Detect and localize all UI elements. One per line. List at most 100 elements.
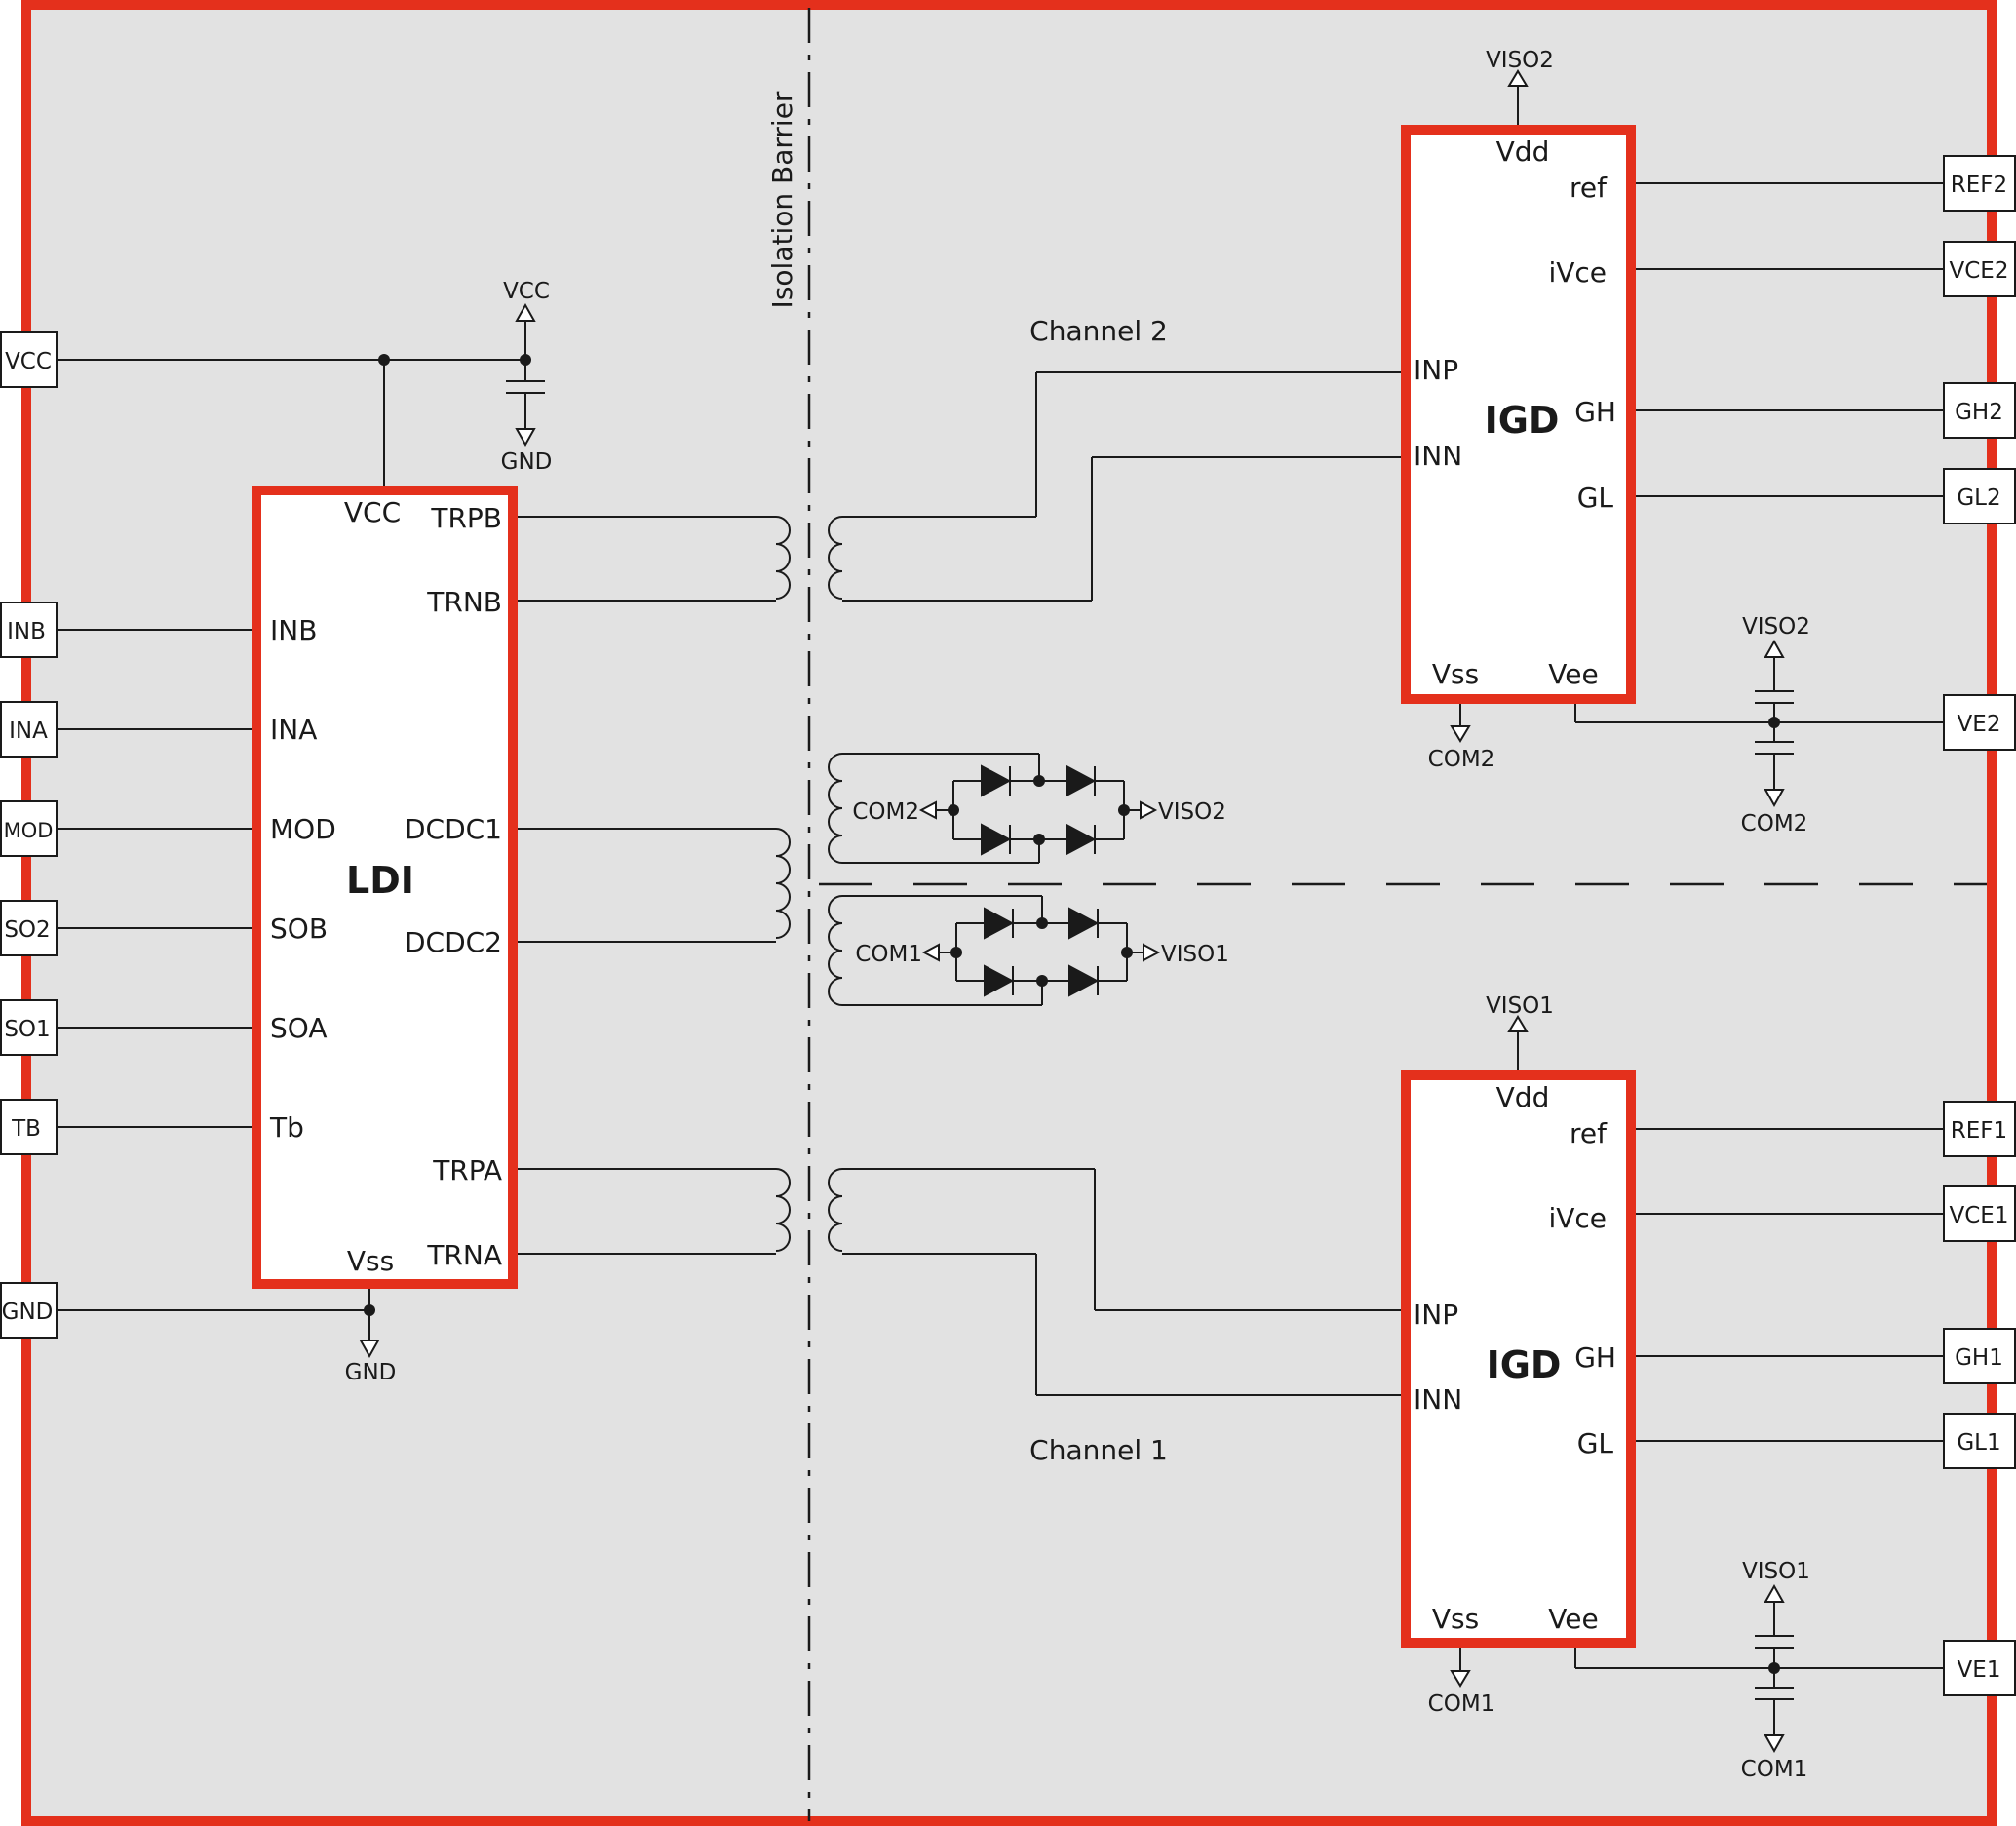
net-viso1-label: VISO1 (1742, 1559, 1810, 1584)
com2-arrow (1450, 725, 1471, 743)
igd1-pin-inp: INP (1414, 1299, 1458, 1331)
igd2-chip-name: IGD (1485, 399, 1560, 442)
viso1-arrow (1764, 1583, 1785, 1603)
rectifier-channel1 (827, 895, 1161, 1006)
port-vce1: VCE1 (1950, 1203, 2009, 1228)
junction-dot (364, 1304, 375, 1316)
viso2-arrow (1140, 800, 1158, 820)
channel1-label: Channel 1 (1029, 1434, 1168, 1466)
net-com1-label: COM1 (1428, 1691, 1495, 1717)
ldi-pin-dcdc1: DCDC1 (405, 813, 502, 845)
viso2-arrow (1507, 69, 1529, 87)
diode (1068, 907, 1100, 940)
port-ref2: REF2 (1951, 173, 2007, 198)
ldi-pin-vss: Vss (347, 1245, 394, 1277)
net-vcc-label: VCC (503, 279, 550, 304)
igd2-pin-gl: GL (1577, 482, 1614, 514)
com1-arrow (1450, 1670, 1471, 1688)
channel1-wiring (1035, 1169, 1404, 1396)
ldi-pin-tb: Tb (269, 1111, 304, 1144)
port-mod: MOD (4, 819, 54, 842)
igd-chip-channel1: IGD Vdd ref iVce INP GH INN GL Vss Vee (1401, 1070, 1636, 1648)
igd1-pin-inn: INN (1414, 1383, 1462, 1416)
port-ve1: VE1 (1958, 1657, 2001, 1683)
channel2-wiring (1035, 371, 1404, 601)
port-gl1: GL1 (1957, 1430, 2000, 1456)
transformer-channel1 (775, 1168, 1095, 1255)
ldi-pin-trpb: TRPB (430, 502, 502, 534)
ldi-pin-trnb: TRNB (426, 586, 502, 618)
ldi-chip: LDI VCC TRPB TRNB INB INA MOD DCDC1 SOB … (252, 486, 518, 1289)
port-gnd: GND (2, 1300, 54, 1325)
left-ports: VCC INB INA MOD SO2 SO1 TB GND (0, 331, 58, 1339)
net-gnd-label: GND (345, 1360, 397, 1385)
com2-arrow (1764, 789, 1785, 808)
viso2-arrow (1764, 639, 1785, 658)
ldi-pin-ina: INA (270, 714, 317, 746)
ldi-chip-name: LDI (346, 859, 414, 902)
igd1-outer-wiring (1450, 1015, 1944, 1754)
net-com1-label: COM1 (1741, 1757, 1808, 1782)
viso1-arrow (1507, 1015, 1529, 1032)
diode (984, 907, 1015, 940)
igd1-pin-gl: GL (1577, 1427, 1614, 1459)
igd2-pin-vdd: Vdd (1496, 136, 1550, 168)
port-tb: TB (11, 1116, 41, 1142)
igd1-pin-vdd: Vdd (1496, 1081, 1550, 1113)
junction-dot (378, 354, 390, 366)
port-so1: SO1 (4, 1017, 50, 1042)
diode (981, 823, 1012, 856)
igd2-pin-gh: GH (1574, 396, 1616, 428)
port-gh1: GH1 (1955, 1345, 2003, 1371)
port-ref1: REF1 (1951, 1118, 2007, 1144)
net-labels: VCC GND GND VISO2 COM2 VISO2 COM2 COM2 V… (345, 48, 1810, 1782)
net-com2-label: COM2 (1428, 747, 1495, 772)
transformer-dcdc (775, 828, 792, 939)
igd1-pin-ref: ref (1570, 1117, 1608, 1149)
rectifier-channel2 (827, 753, 1158, 864)
com1-arrow (1764, 1734, 1785, 1754)
net-com2-label: COM2 (1741, 811, 1808, 836)
diode (1066, 823, 1097, 856)
port-gh2: GH2 (1955, 400, 2003, 425)
igd2-outer-wiring (1450, 69, 1944, 808)
igd2-pin-inn: INN (1414, 440, 1462, 472)
isolation-barrier-label: Isolation Barrier (766, 91, 798, 308)
igd1-pin-vee: Vee (1548, 1603, 1598, 1635)
port-vcc: VCC (5, 349, 52, 374)
channel2-label: Channel 2 (1029, 315, 1168, 347)
ldi-pin-trpa: TRPA (432, 1154, 502, 1186)
ldi-pin-inb: INB (270, 614, 317, 646)
igd1-pin-ivce: iVce (1548, 1202, 1607, 1234)
com2-arrow (918, 800, 937, 820)
gnd-arrow (359, 1340, 380, 1359)
diode (1068, 964, 1100, 997)
net-viso1-label: VISO1 (1486, 993, 1554, 1019)
igd2-pin-vss: Vss (1432, 658, 1479, 690)
gnd-arrow (515, 428, 536, 447)
igd2-pin-inp: INP (1414, 354, 1458, 386)
igd1-pin-gh: GH (1574, 1341, 1616, 1374)
diode (984, 964, 1015, 997)
net-com1-label: COM1 (855, 942, 922, 967)
diode (1066, 764, 1097, 797)
ldi-pin-soa: SOA (270, 1012, 327, 1044)
net-gnd-label: GND (501, 449, 553, 475)
viso1-arrow (1143, 943, 1161, 962)
ldi-pin-mod: MOD (270, 813, 336, 845)
transformer-channel2 (775, 516, 1092, 602)
igd-chip-channel2: IGD Vdd ref iVce INP GH INN GL Vss Vee (1401, 125, 1636, 704)
right-ports: REF2 VCE2 GH2 GL2 VE2 REF1 VCE1 GH1 GL1 … (1943, 155, 2016, 1696)
igd2-pin-ivce: iVce (1548, 256, 1607, 289)
com1-arrow (921, 943, 940, 962)
port-vce2: VCE2 (1950, 258, 2009, 284)
igd2-pin-vee: Vee (1548, 658, 1598, 690)
net-viso2-label: VISO2 (1486, 48, 1554, 73)
net-viso2-label: VISO2 (1158, 799, 1226, 825)
ldi-pin-trna: TRNA (426, 1239, 502, 1271)
igd2-pin-ref: ref (1570, 172, 1608, 204)
port-ina: INA (9, 719, 48, 744)
ldi-pin-sob: SOB (270, 913, 328, 945)
igd1-chip-name: IGD (1487, 1343, 1562, 1386)
